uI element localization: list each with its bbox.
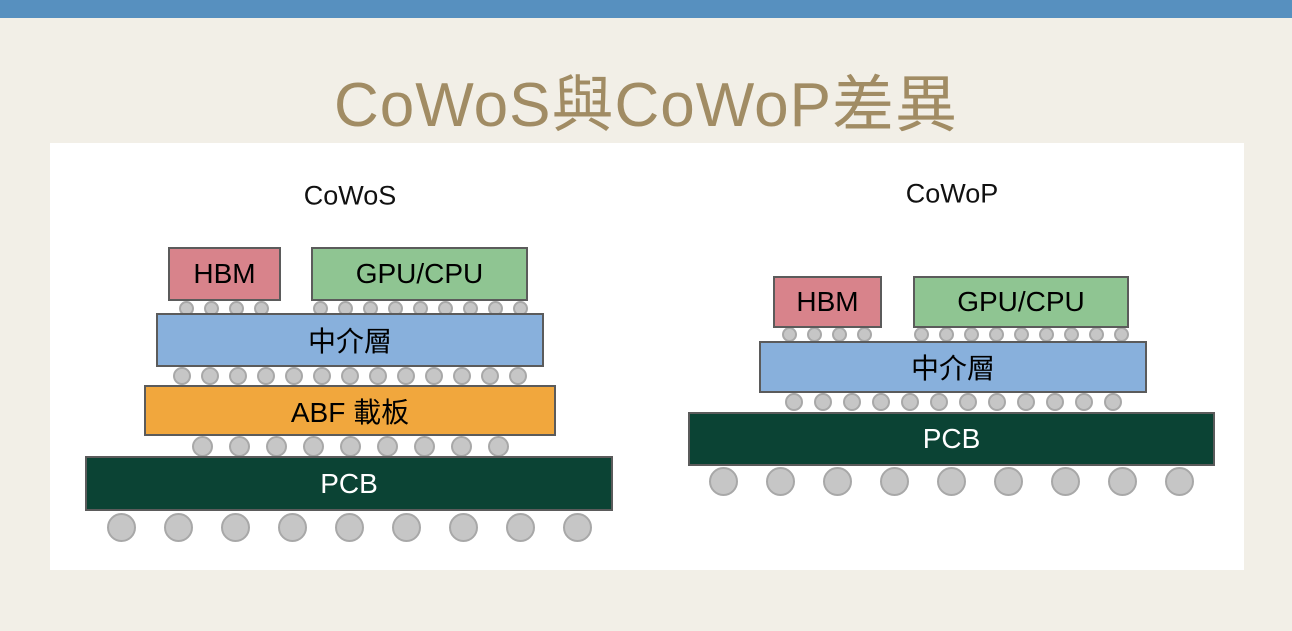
cowop-pcb-solder-balls — [993, 466, 1023, 496]
cowos-abf-bumps — [450, 435, 472, 457]
cowos-abf-bumps — [302, 435, 324, 457]
cowop-interposer-bumps — [813, 393, 832, 411]
cowos-interposer-bumps — [257, 367, 275, 385]
cowop-layer-hbm: HBM — [773, 276, 882, 328]
cowos-pcb-solder-balls — [448, 512, 478, 542]
cowos-interposer-bumps — [369, 367, 387, 385]
cowos-interposer-bumps — [341, 367, 359, 385]
cowop-pcb-solder-balls — [708, 466, 738, 496]
cowop-layer-gpu-cpu: GPU/CPU — [913, 276, 1129, 328]
cowop-pcb-solder-balls — [936, 466, 966, 496]
cowos-pcb-solder-balls — [334, 512, 364, 542]
cowos-pcb-solder-balls — [163, 512, 193, 542]
cowos-interposer-bumps — [173, 367, 191, 385]
cowos-layer-gpu-cpu: GPU/CPU — [311, 247, 528, 301]
cowos-interposer-bumps — [453, 367, 471, 385]
cowop-gpu-microbumps — [938, 326, 954, 342]
cowos-layer-abf: ABF 載板 — [144, 385, 556, 436]
cowop-gpu-microbumps — [1013, 326, 1029, 342]
cowos-abf-bumps — [487, 435, 509, 457]
cowop-hbm-microbumps — [782, 326, 797, 342]
cowop-hbm-microbumps — [857, 326, 872, 342]
cowos-layer-interposer: 中介層 — [156, 313, 544, 367]
cowop-gpu-microbumps — [988, 326, 1004, 342]
cowos-interposer-bumps — [313, 367, 331, 385]
cowop-interposer-bumps — [958, 393, 977, 411]
cowos-abf-bumps — [191, 435, 213, 457]
cowop-hbm-microbumps — [832, 326, 847, 342]
cowop-layer-pcb: PCB — [688, 412, 1215, 466]
cowos-interposer-bumps — [229, 367, 247, 385]
cowop-pcb-solder-balls — [1164, 466, 1194, 496]
cowop-interposer-bumps — [784, 393, 803, 411]
cowos-interposer-bumps — [201, 367, 219, 385]
cowos-interposer-bumps — [397, 367, 415, 385]
cowop-hbm-microbumps — [807, 326, 822, 342]
cowos-pcb-solder-balls — [505, 512, 535, 542]
top-accent-bar — [0, 0, 1292, 18]
cowos-abf-bumps — [228, 435, 250, 457]
cowos-pcb-solder-balls — [562, 512, 592, 542]
cowos-abf-bumps — [413, 435, 435, 457]
cowos-layer-pcb: PCB — [85, 456, 613, 511]
cowos-pcb-solder-balls — [277, 512, 307, 542]
cowop-gpu-microbumps — [1038, 326, 1054, 342]
diagram-label-cowop: CoWoP — [905, 178, 999, 209]
cowop-gpu-microbumps — [1063, 326, 1079, 342]
cowos-abf-bumps — [339, 435, 361, 457]
cowop-gpu-microbumps — [1088, 326, 1104, 342]
cowos-pcb-solder-balls — [220, 512, 250, 542]
cowop-interposer-bumps — [842, 393, 861, 411]
cowop-interposer-bumps — [1016, 393, 1035, 411]
cowop-gpu-microbumps — [913, 326, 929, 342]
cowop-interposer-bumps — [900, 393, 919, 411]
cowop-gpu-microbumps — [963, 326, 979, 342]
cowop-interposer-bumps — [987, 393, 1006, 411]
cowop-gpu-microbumps — [1113, 326, 1129, 342]
cowop-pcb-solder-balls — [1050, 466, 1080, 496]
cowos-pcb-solder-balls — [106, 512, 136, 542]
cowos-interposer-bumps — [509, 367, 527, 385]
diagram-label-cowos: CoWoS — [303, 180, 397, 211]
cowop-pcb-solder-balls — [1107, 466, 1137, 496]
cowos-interposer-bumps — [425, 367, 443, 385]
cowos-pcb-solder-balls — [391, 512, 421, 542]
cowos-layer-hbm: HBM — [168, 247, 281, 301]
cowos-interposer-bumps — [481, 367, 499, 385]
cowop-interposer-bumps — [1103, 393, 1122, 411]
cowos-abf-bumps — [265, 435, 287, 457]
cowos-interposer-bumps — [285, 367, 303, 385]
cowop-interposer-bumps — [929, 393, 948, 411]
cowop-pcb-solder-balls — [879, 466, 909, 496]
cowop-interposer-bumps — [1045, 393, 1064, 411]
page-title: CoWoS與CoWoP差異 — [334, 71, 958, 140]
cowop-interposer-bumps — [1074, 393, 1093, 411]
cowop-layer-interposer: 中介層 — [759, 341, 1147, 393]
cowos-abf-bumps — [376, 435, 398, 457]
cowop-pcb-solder-balls — [822, 466, 852, 496]
cowop-interposer-bumps — [871, 393, 890, 411]
cowop-pcb-solder-balls — [765, 466, 795, 496]
